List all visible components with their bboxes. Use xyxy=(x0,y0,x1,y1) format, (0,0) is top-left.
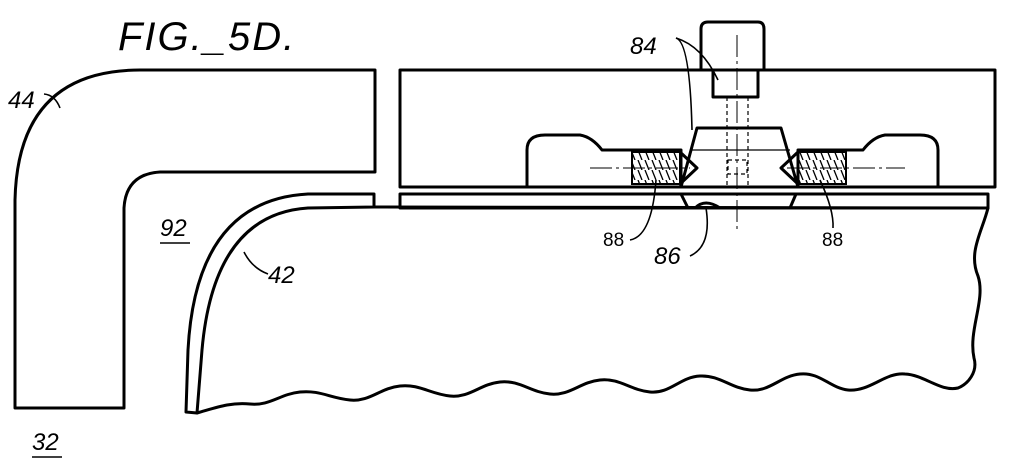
leader-84b xyxy=(675,37,719,81)
leader-44 xyxy=(43,93,61,109)
upper-block xyxy=(398,68,997,189)
label-86: 86 xyxy=(654,243,681,270)
label-44: 44 xyxy=(8,87,35,114)
screw-tip-right xyxy=(779,150,800,186)
label-88-right: 88 xyxy=(822,230,843,251)
screw-tip-left xyxy=(678,150,699,186)
pocket-left xyxy=(525,133,683,189)
figure-title: FIG._5D. xyxy=(118,15,296,59)
central-bore xyxy=(679,126,800,189)
label-32: 32 xyxy=(32,429,59,456)
fastener-shank xyxy=(711,68,760,99)
body-outline xyxy=(195,205,990,415)
shroud-section-44 xyxy=(13,68,377,410)
leader-42 xyxy=(243,251,269,275)
weld-86 xyxy=(679,192,798,210)
label-88-left: 88 xyxy=(603,230,624,251)
leader-84a xyxy=(675,37,693,131)
leader-86 xyxy=(689,207,709,257)
label-84: 84 xyxy=(630,33,657,60)
pocket-right xyxy=(796,133,940,189)
label-92: 92 xyxy=(160,215,187,242)
leader-88-right xyxy=(819,179,834,229)
fastener-head-84 xyxy=(699,20,766,72)
label-42: 42 xyxy=(268,262,295,289)
curved-lip-42 xyxy=(184,192,376,415)
leader-88-left xyxy=(629,179,657,241)
